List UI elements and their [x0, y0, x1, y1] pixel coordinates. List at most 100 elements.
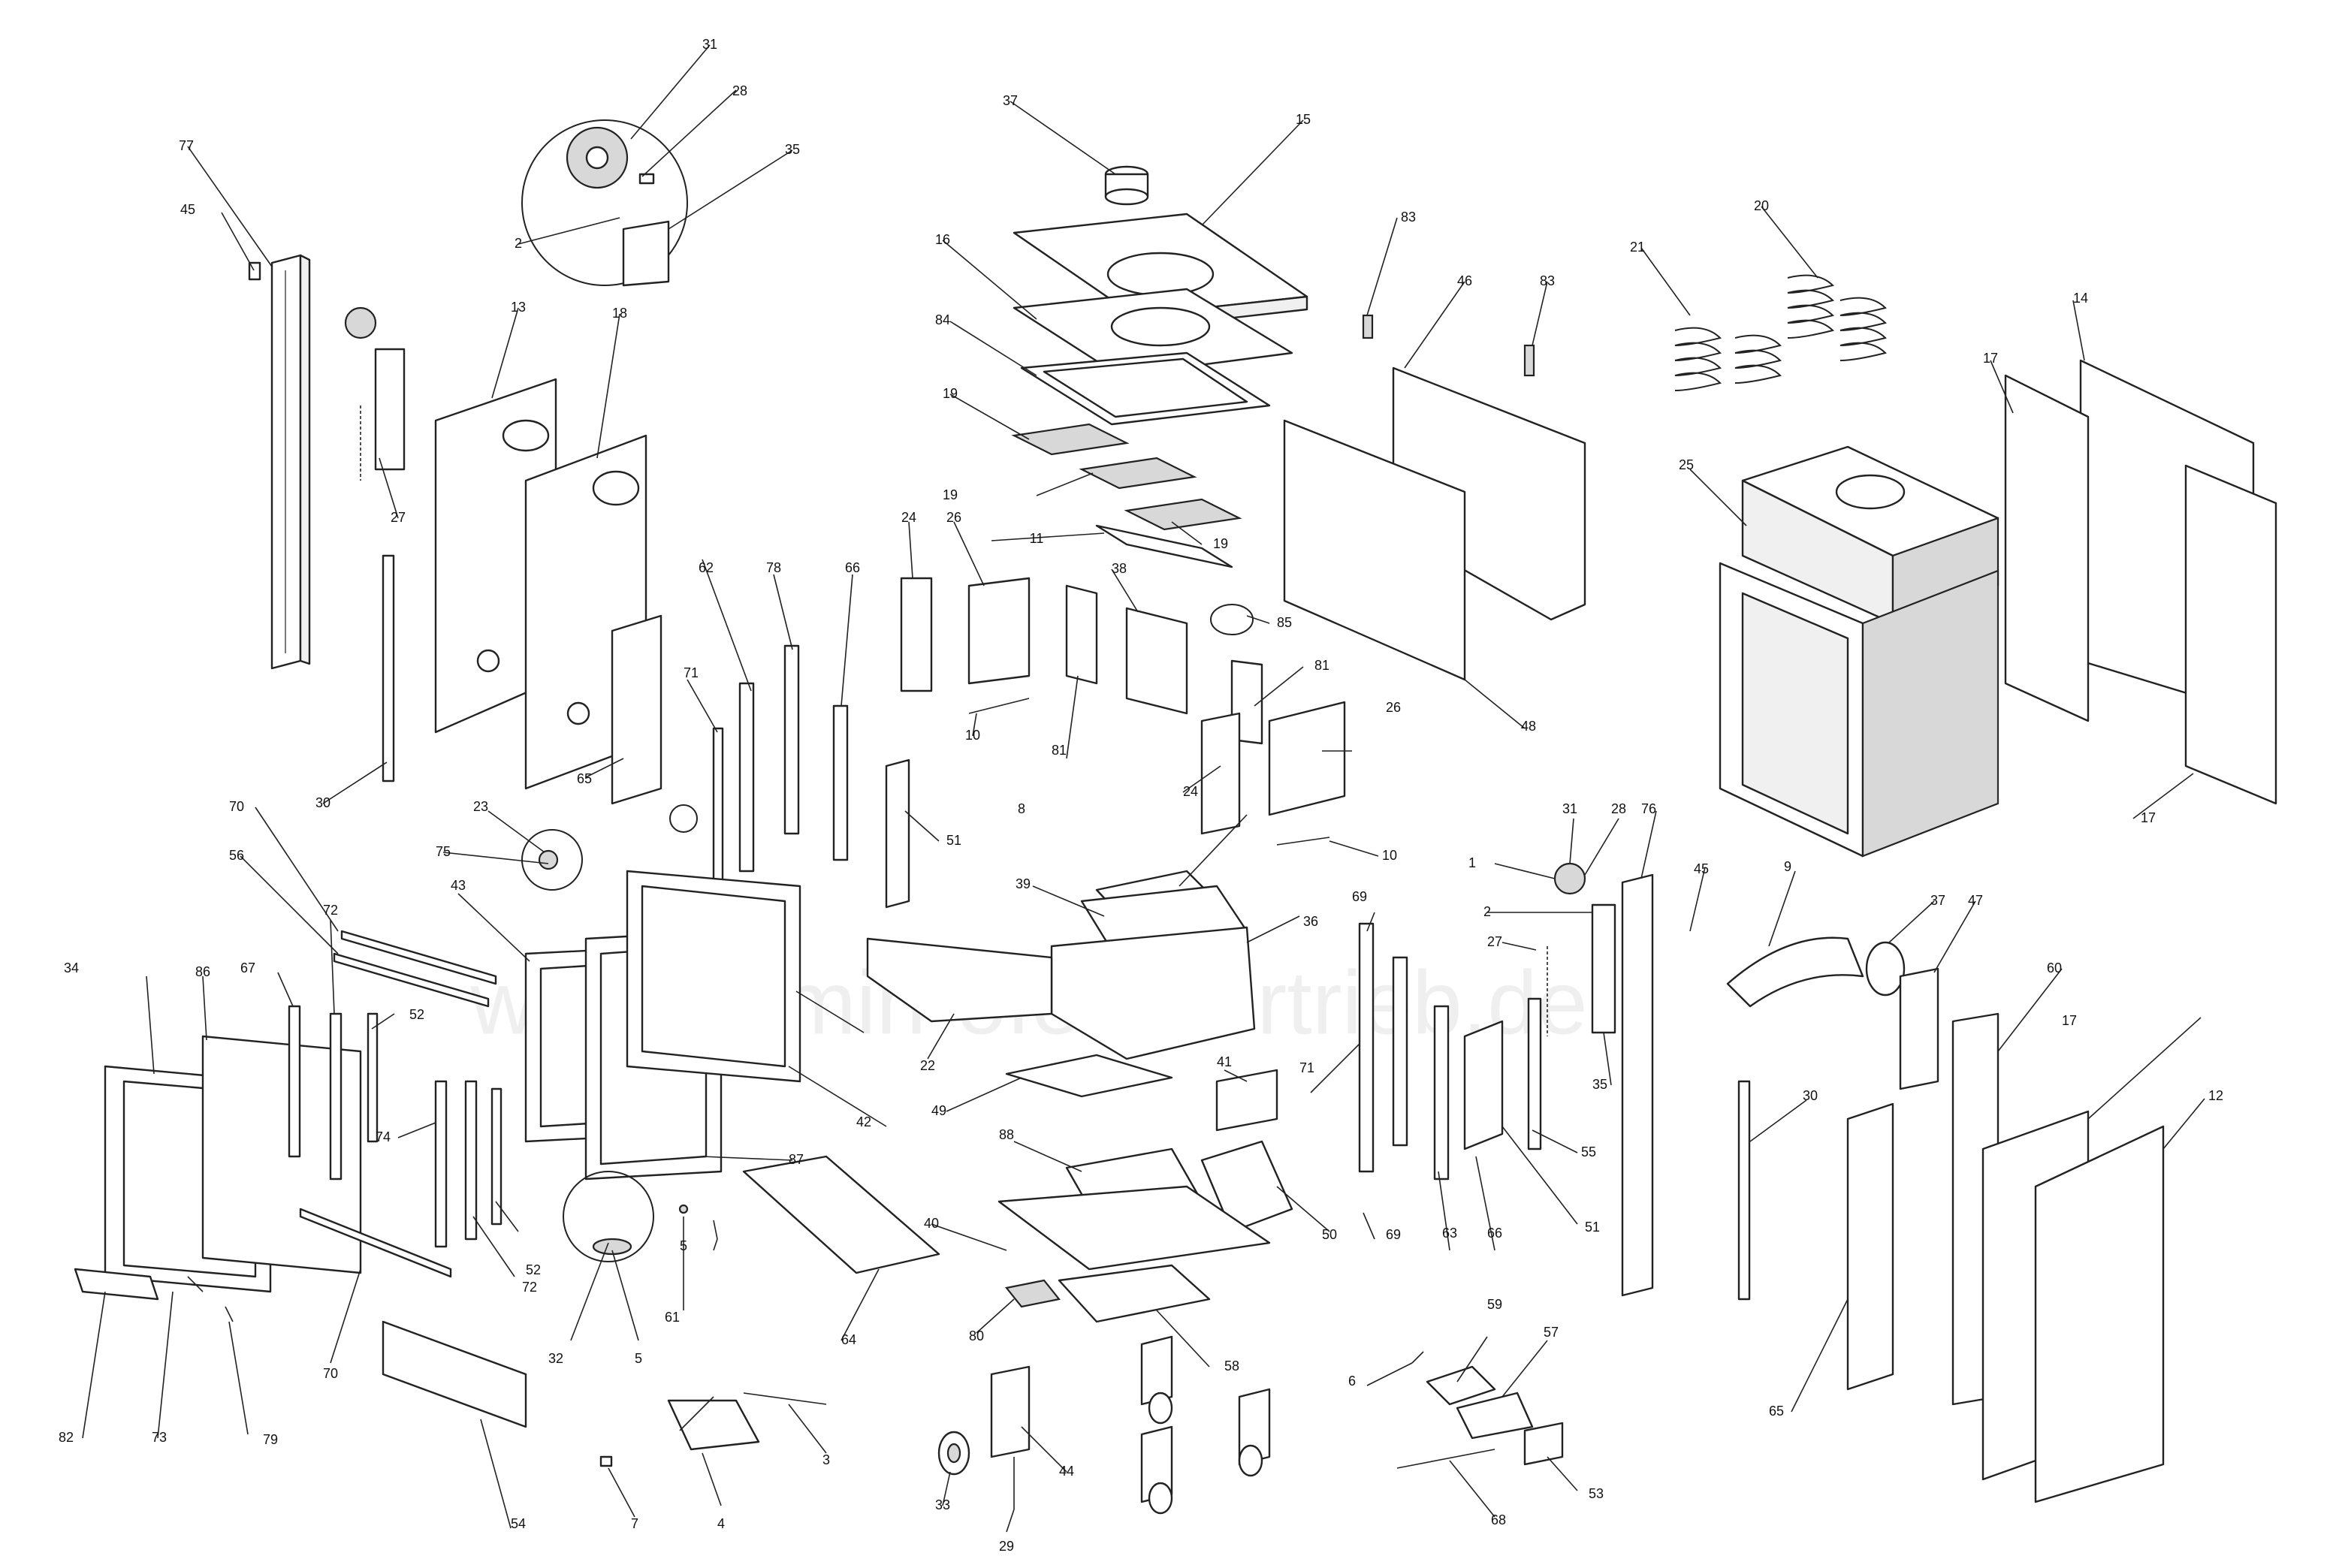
part-number-label: 75: [436, 844, 451, 859]
part-number-label: 17: [2062, 1013, 2077, 1028]
part-number-label: 31: [702, 37, 717, 52]
part-number-label: 77: [179, 138, 194, 153]
part-number-label: 5: [635, 1351, 642, 1366]
part-number-label: 37: [1930, 893, 1945, 908]
part-number-label: 81: [1314, 658, 1329, 673]
part-number-label: 17: [1983, 351, 1998, 366]
part-number-label: 45: [1694, 861, 1709, 876]
part-number-label: 71: [1299, 1060, 1314, 1075]
part-number-label: 21: [1630, 240, 1645, 255]
part-number-label: 70: [323, 1366, 338, 1381]
part-number-label: 23: [473, 799, 488, 814]
part-number-label: 59: [1487, 1297, 1502, 1312]
part-number-label: 11: [1030, 531, 1044, 546]
part-number-label: 14: [2073, 291, 2088, 306]
part-number-label: 18: [612, 306, 627, 321]
part-number-label: 63: [1442, 1226, 1457, 1241]
part-number-label: 38: [1112, 561, 1127, 576]
part-number-label: 50: [1322, 1227, 1337, 1242]
part-number-label: 72: [323, 903, 338, 918]
part-number-label: 83: [1540, 273, 1555, 288]
part-number-label: 65: [577, 771, 592, 786]
part-number-label: 48: [1521, 719, 1536, 734]
part-number-label: 67: [240, 960, 255, 975]
part-number-label: 87: [789, 1152, 804, 1167]
part-number-label: 28: [1611, 801, 1626, 816]
part-number-label: 40: [924, 1216, 939, 1231]
part-number-label: 66: [1487, 1226, 1502, 1241]
part-number-label: 3: [822, 1452, 830, 1467]
part-number-label: 12: [2208, 1088, 2223, 1103]
part-number-label: 24: [1183, 784, 1198, 799]
part-number-label: 22: [920, 1058, 935, 1073]
part-number-label: 52: [526, 1262, 541, 1277]
bottom-parts: [225, 1204, 1271, 1515]
part-number-label: 73: [152, 1430, 167, 1445]
part-number-label: 26: [946, 510, 961, 525]
front-frame-parts: [74, 804, 827, 1451]
part-number-label: 60: [2047, 960, 2062, 975]
part-number-label: 81: [1052, 743, 1067, 758]
leader-lines: [82, 44, 2205, 1533]
part-number-label: 62: [699, 560, 714, 575]
part-number-label: 24: [901, 510, 916, 525]
part-number-label: 39: [1016, 876, 1031, 891]
part-number-label: 5: [680, 1238, 687, 1253]
part-number-label: 15: [1296, 112, 1311, 127]
part-number-label: 30: [1803, 1088, 1818, 1103]
part-number-label: 16: [935, 232, 950, 247]
part-number-label: 66: [845, 560, 860, 575]
part-number-label: 55: [1581, 1144, 1596, 1159]
part-number-label: 32: [548, 1351, 563, 1366]
part-number-label: 26: [1386, 700, 1401, 715]
part-number-label: 1: [1468, 855, 1476, 870]
part-number-label: 37: [1003, 93, 1018, 108]
part-number-label: 45: [180, 202, 195, 217]
part-number-label: 88: [999, 1127, 1014, 1142]
part-number-label: 17: [2141, 810, 2156, 825]
right-stove-body: [1674, 274, 2277, 858]
part-number-label: 30: [315, 795, 330, 810]
part-number-label: 71: [684, 665, 699, 680]
part-number-label: 19: [943, 487, 958, 502]
part-number-label: 19: [943, 386, 958, 401]
part-number-label: 28: [732, 83, 747, 98]
part-number-label: 86: [195, 964, 210, 979]
part-number-label: 65: [1769, 1404, 1784, 1419]
part-number-label: 70: [229, 799, 244, 814]
part-number-label: 64: [841, 1332, 856, 1347]
part-number-label: 4: [717, 1516, 725, 1531]
part-number-label: 56: [229, 848, 244, 863]
part-number-label: 82: [59, 1430, 74, 1445]
part-number-label: 61: [665, 1310, 680, 1325]
part-number-label: 58: [1224, 1358, 1239, 1374]
part-number-label: 29: [999, 1539, 1014, 1554]
part-number-label: 51: [1585, 1220, 1600, 1235]
part-number-label: 76: [1641, 801, 1656, 816]
part-number-label: 25: [1679, 457, 1694, 472]
center-top-stack: [885, 165, 1346, 909]
part-number-label: 69: [1352, 889, 1367, 904]
part-number-label: 27: [1487, 934, 1502, 949]
part-number-label: 47: [1968, 893, 1983, 908]
part-number-label: 31: [1562, 801, 1577, 816]
part-number-label: 69: [1386, 1227, 1401, 1242]
center-right-panels: [1283, 314, 2165, 1503]
part-number-label: 53: [1589, 1486, 1604, 1501]
part-number-label: 83: [1401, 210, 1416, 225]
part-number-label: 85: [1277, 615, 1292, 630]
part-number-label: 41: [1217, 1054, 1232, 1069]
part-number-label: 35: [785, 142, 800, 157]
part-number-label: 13: [511, 300, 526, 315]
part-number-label: 6: [1348, 1374, 1356, 1389]
part-number-label: 52: [409, 1007, 424, 1022]
part-number-label: 35: [1592, 1077, 1607, 1092]
part-number-label: 34: [64, 960, 79, 975]
part-number-label: 9: [1784, 859, 1791, 874]
part-number-label: 19: [1213, 536, 1228, 551]
left-column-parts: [248, 119, 688, 805]
part-number-label: 36: [1303, 914, 1318, 929]
part-number-label: 49: [931, 1103, 946, 1118]
part-number-label: 2: [515, 236, 522, 251]
part-number-label: 42: [856, 1114, 871, 1129]
